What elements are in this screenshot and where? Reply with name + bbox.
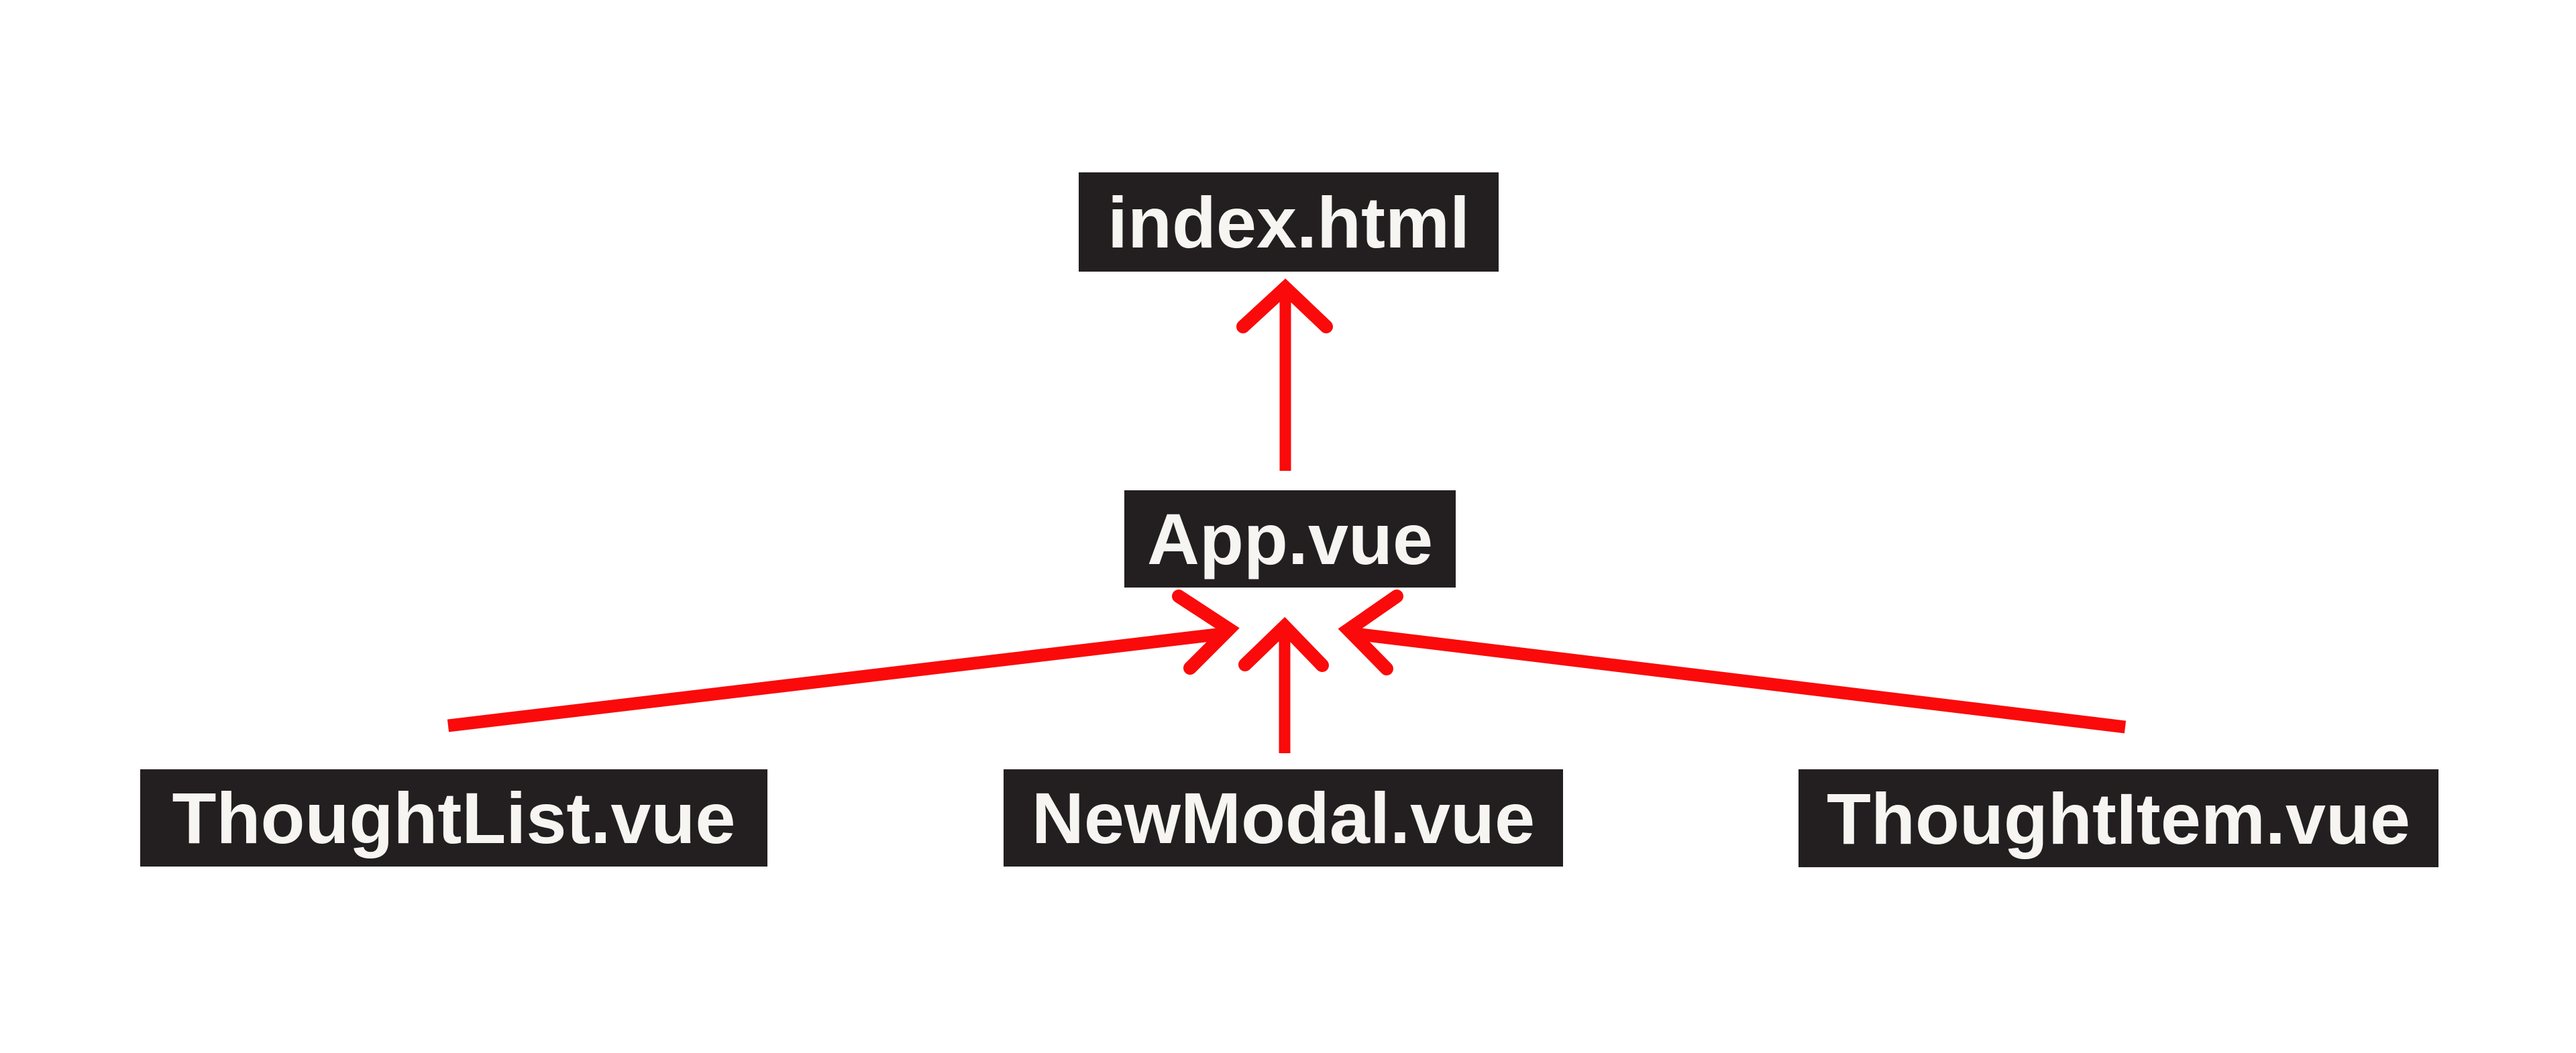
node-thoughtlist-vue: ThoughtList.vue xyxy=(140,769,767,867)
arrow-thoughtlist-to-appvue xyxy=(447,590,1240,732)
node-index-html-label: index.html xyxy=(1107,181,1470,263)
node-thoughtitem-vue-label: ThoughtItem.vue xyxy=(1827,777,2410,859)
arrow-thoughtitem-to-appvue xyxy=(1338,590,2127,734)
node-thoughtlist-vue-label: ThoughtList.vue xyxy=(172,777,736,858)
node-app-vue-label: App.vue xyxy=(1146,498,1434,579)
node-index-html: index.html xyxy=(1079,172,1499,272)
node-newmodal-vue-label: NewModal.vue xyxy=(1031,777,1536,858)
node-thoughtitem-vue: ThoughtItem.vue xyxy=(1799,769,2438,867)
arrow-appvue-to-indexhtml xyxy=(1236,278,1333,471)
node-newmodal-vue: NewModal.vue xyxy=(1004,769,1563,867)
arrow-newmodal-to-appvue xyxy=(1238,616,1329,753)
node-app-vue: App.vue xyxy=(1124,490,1456,588)
